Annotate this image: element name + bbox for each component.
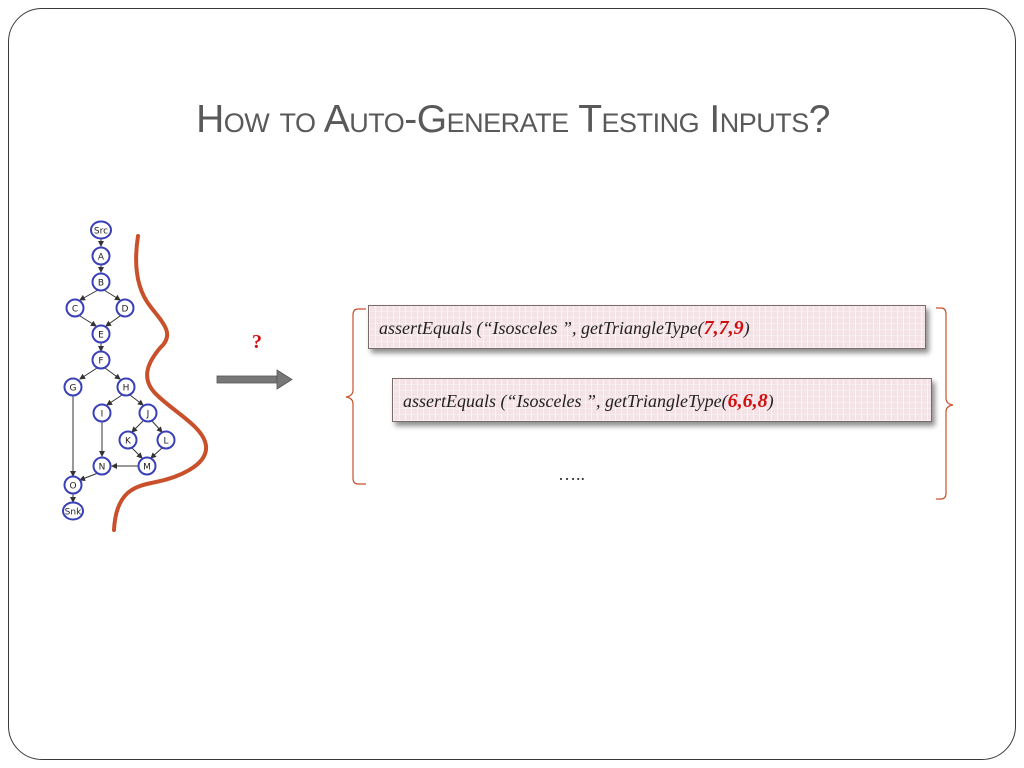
test-case-args: 6,6,8 (727, 390, 768, 412)
slide-title: How to Auto-Generate Testing Inputs? (196, 98, 830, 141)
svg-text:C: C (72, 305, 78, 315)
edge (79, 367, 98, 380)
edge (106, 394, 123, 406)
svg-text:Src: Src (94, 227, 108, 237)
svg-text:O: O (69, 482, 76, 492)
svg-text:E: E (98, 331, 104, 341)
graph-node-b: B (91, 272, 111, 292)
edge (104, 367, 121, 380)
graph-node-o: O (63, 475, 83, 495)
svg-text:H: H (123, 384, 130, 394)
more-cases-ellipsis: ….. (558, 464, 585, 484)
test-case-args: 7,7,9 (703, 317, 744, 339)
svg-text:I: I (101, 410, 104, 420)
graph-node-k: K (118, 430, 138, 450)
test-case-suffix: ) (767, 391, 774, 411)
svg-text:A: A (98, 253, 105, 263)
edge (79, 472, 99, 481)
right-brace (936, 307, 954, 500)
svg-text:J: J (146, 410, 150, 420)
graph-node-a: A (91, 246, 111, 266)
edge (131, 420, 144, 433)
svg-text:F: F (98, 357, 103, 367)
test-case-prefix: assertEquals (“Isosceles ”, getTriangleT… (403, 391, 728, 411)
svg-text:L: L (163, 437, 168, 447)
graph-edges (70, 239, 163, 503)
edge (150, 447, 163, 459)
test-case-box: assertEquals (“Isosceles ”, getTriangleT… (368, 305, 926, 349)
graph-node-c: C (65, 298, 85, 318)
test-case-prefix: assertEquals (“Isosceles ”, getTriangleT… (379, 318, 704, 338)
graph-node-d: D (115, 298, 135, 318)
left-brace (345, 308, 366, 485)
svg-text:Snk: Snk (65, 508, 82, 518)
edge (79, 289, 99, 301)
edge (151, 420, 163, 433)
execution-path-curve (112, 234, 208, 532)
graph-node-g: G (63, 377, 83, 397)
edge (103, 289, 121, 301)
generate-arrow (216, 369, 293, 390)
graph-node-l: L (156, 430, 176, 450)
graph-node-n: N (92, 456, 112, 476)
svg-text:K: K (125, 437, 132, 447)
graph-node-m: M (137, 456, 157, 476)
svg-text:M: M (143, 463, 151, 473)
test-case-box: assertEquals (“Isosceles ”, getTriangleT… (392, 378, 932, 422)
graph-nodes: Src A B C D E F G (62, 220, 176, 521)
graph-node-j: J (138, 403, 158, 423)
edge (105, 315, 121, 327)
edge (131, 447, 143, 459)
test-case-suffix: ) (743, 318, 750, 338)
graph-node-i: I (92, 403, 112, 423)
svg-text:D: D (122, 305, 129, 315)
graph-node-f: F (91, 350, 111, 370)
edge (129, 394, 144, 406)
graph-node-h: H (116, 377, 136, 397)
graph-node-e: E (91, 324, 111, 344)
graph-node-snk: Snk (62, 501, 84, 521)
edge (79, 315, 97, 327)
svg-text:B: B (98, 279, 104, 289)
graph-node-src: Src (90, 220, 112, 240)
question-mark: ? (252, 331, 262, 353)
svg-text:N: N (99, 463, 106, 473)
svg-text:G: G (70, 384, 77, 394)
